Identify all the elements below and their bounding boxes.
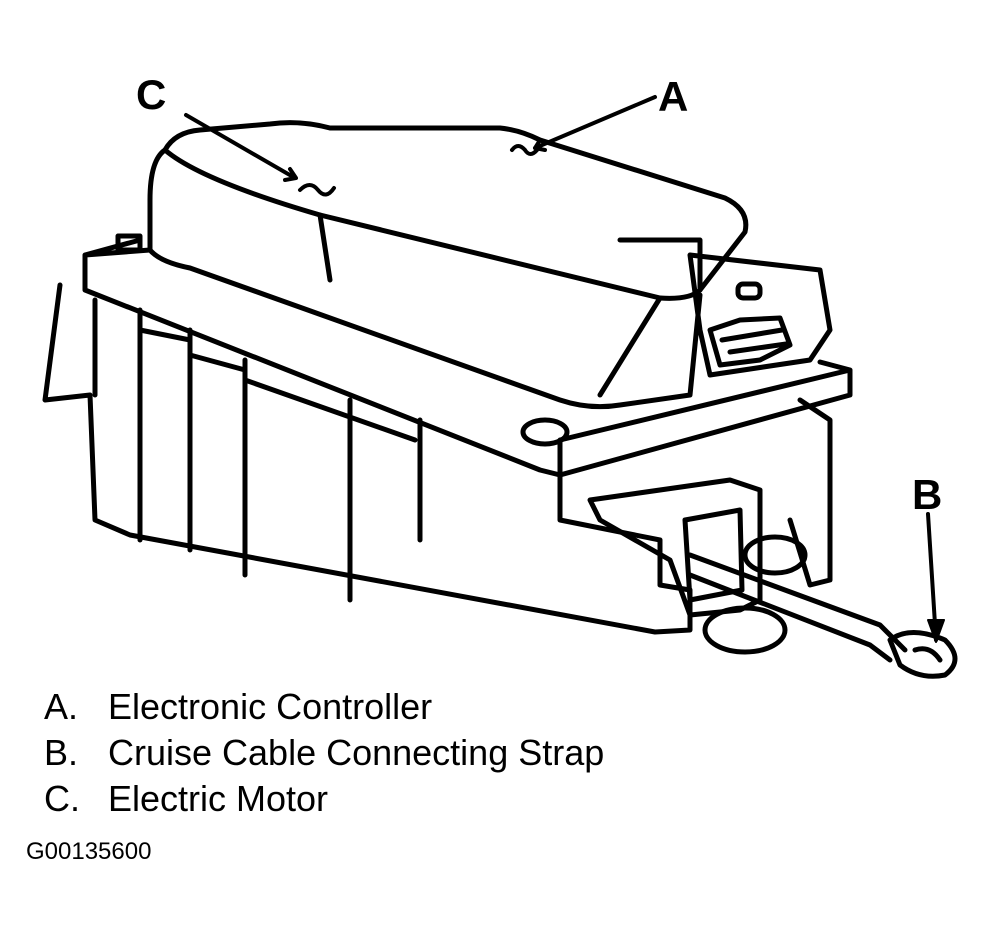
callout-c-arrow bbox=[184, 113, 336, 197]
callout-a-label: A bbox=[658, 73, 689, 120]
callout-a-arrow bbox=[510, 95, 657, 156]
callout-b-label: B bbox=[912, 471, 943, 518]
controller-cover bbox=[162, 120, 749, 301]
figure-id: G00135600 bbox=[26, 838, 152, 865]
legend-item-c: C.Electric Motor bbox=[44, 778, 329, 819]
callout-c-label: C bbox=[136, 71, 167, 118]
connecting-strap bbox=[687, 552, 908, 663]
cover-front-face bbox=[147, 147, 703, 410]
legend-item-b: B.Cruise Cable Connecting Strap bbox=[44, 732, 605, 773]
legend-item-a: A.Electronic Controller bbox=[44, 686, 433, 727]
connector-housing bbox=[617, 237, 833, 378]
legend: A.Electronic Controller B.Cruise Cable C… bbox=[44, 684, 604, 822]
strap-clip bbox=[887, 630, 958, 679]
motor-housing bbox=[42, 282, 693, 635]
motor-gear bbox=[702, 605, 788, 655]
